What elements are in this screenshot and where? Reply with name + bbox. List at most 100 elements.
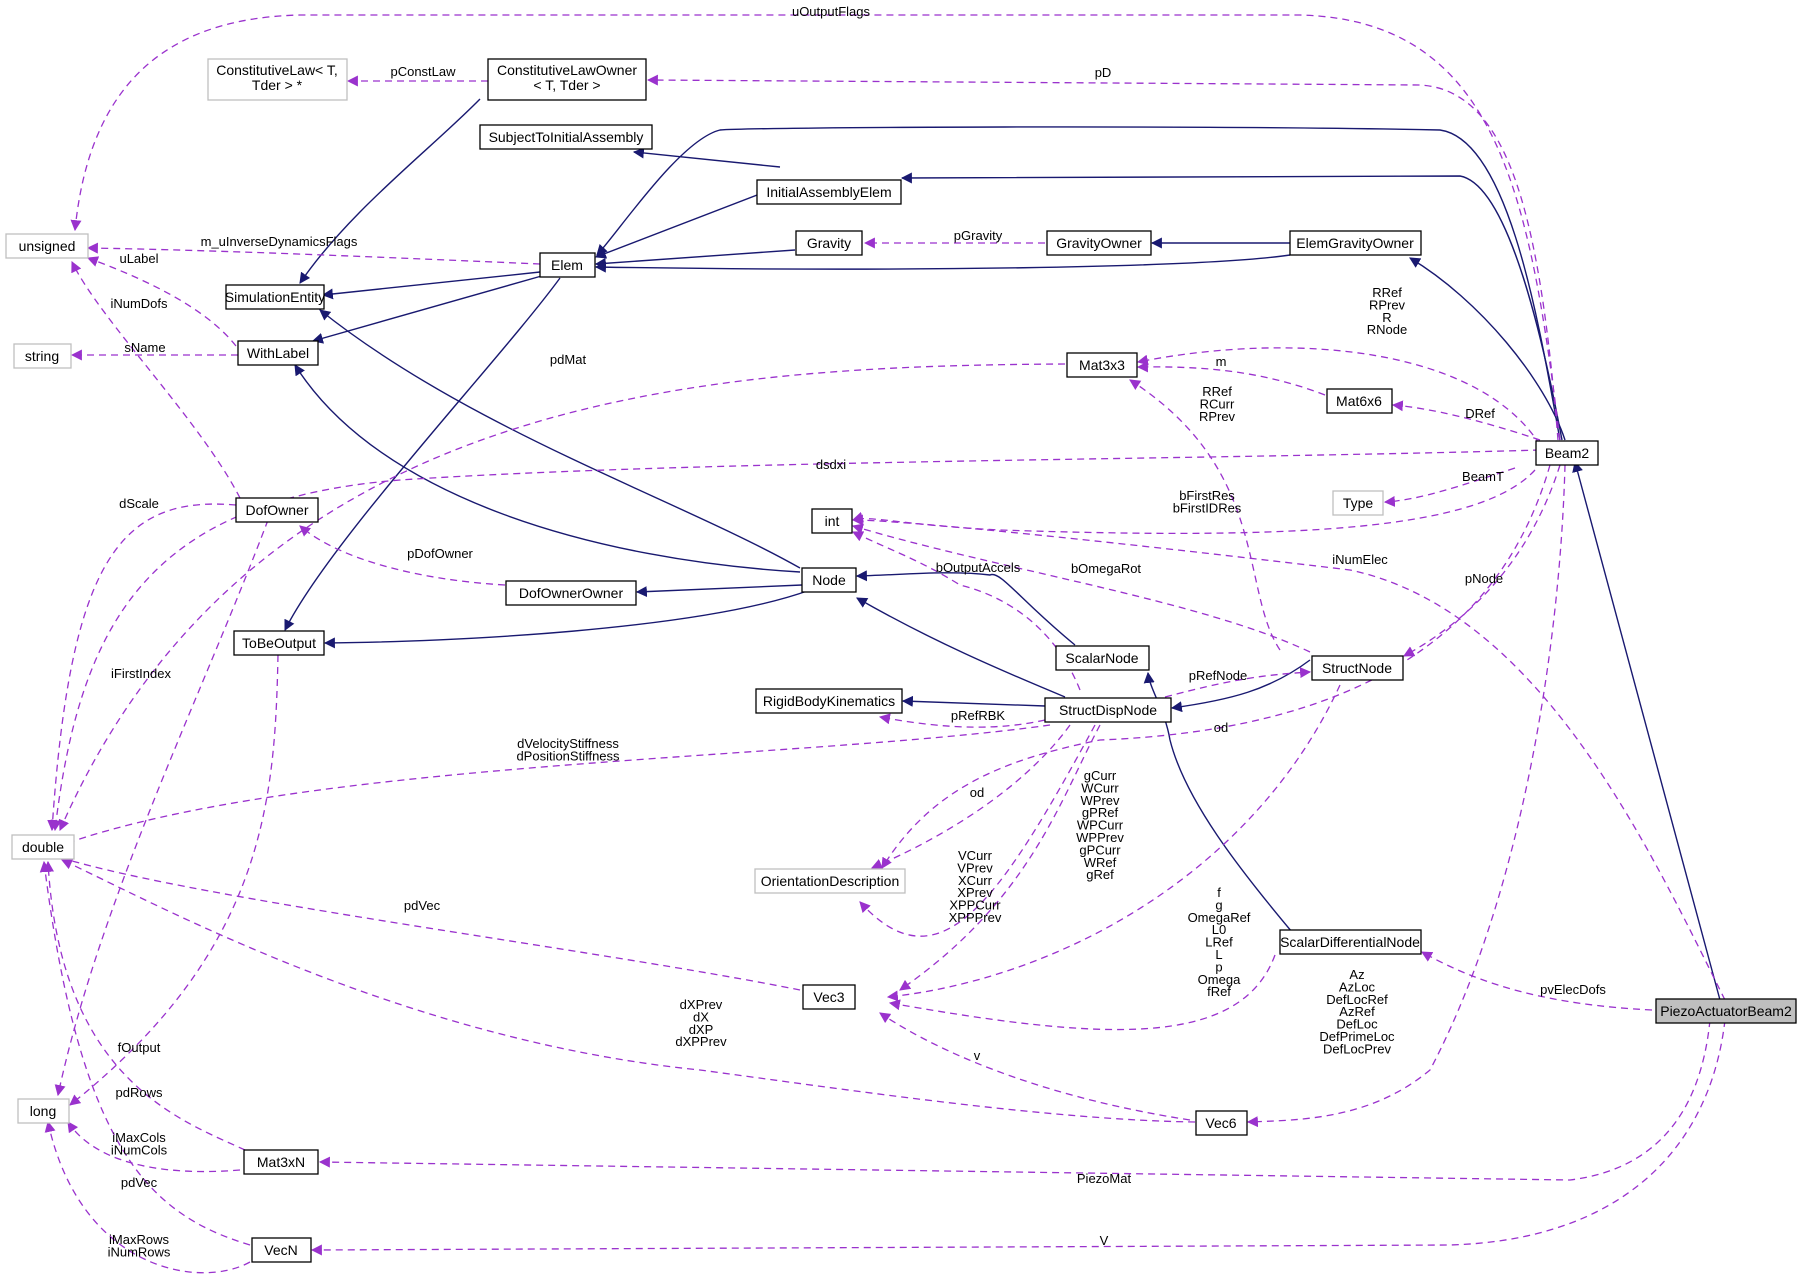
node-scalardifferentialnode[interactable]: ScalarDifferentialNode <box>1279 929 1422 955</box>
node-structdispnode[interactable]: StructDispNode <box>1044 697 1172 723</box>
label-line: pRefNode <box>1189 668 1248 683</box>
edge-structnode-mat3x3 <box>1129 379 1281 651</box>
edge-elem-unsigned <box>86 242 541 265</box>
node-withlabel[interactable]: WithLabel <box>237 340 319 366</box>
node-vec3[interactable]: Vec3 <box>802 984 856 1010</box>
node-label: DofOwnerOwner <box>519 585 624 601</box>
node-elemgravityowner[interactable]: ElemGravityOwner <box>1289 230 1422 256</box>
label-line: ScalarDifferentialNode <box>1280 934 1420 950</box>
node-constitutivelawowner[interactable]: ConstitutiveLawOwner< T, Tder > <box>487 58 647 101</box>
node-subjecttoinitialassembly[interactable]: SubjectToInitialAssembly <box>479 124 653 150</box>
label-line: DRef <box>1465 406 1495 421</box>
node-label: Node <box>812 572 846 588</box>
edge-piezo-beam2 <box>1572 460 1721 1001</box>
edge-beam2-orient <box>881 464 1551 869</box>
label-line: VCurr <box>958 848 993 863</box>
edge-mat3xn-double <box>43 860 246 1151</box>
edge-label: pdRows <box>116 1085 163 1100</box>
node-mat6x6[interactable]: Mat6x6 <box>1326 388 1393 414</box>
edge-beam2-unsigned <box>70 14 1561 441</box>
label-line: iNumRows <box>108 1244 171 1259</box>
node-tobeoutput[interactable]: ToBeOutput <box>233 630 325 656</box>
node-gravityowner[interactable]: GravityOwner <box>1046 230 1152 256</box>
edge-iae-stia <box>632 147 781 168</box>
edge-label: iNumElec <box>1332 552 1388 567</box>
label-line: dPositionStiffness <box>516 748 620 763</box>
node-constitutivelaw[interactable]: ConstitutiveLaw< T,Tder > * <box>207 58 348 101</box>
node-int[interactable]: int <box>811 508 853 534</box>
edge-elem-simentity <box>321 271 541 300</box>
label-line: L <box>1215 947 1222 962</box>
label-line: iMaxCols <box>112 1130 166 1145</box>
label-line: DefLocRef <box>1326 992 1388 1007</box>
label-line: RPrev <box>1199 409 1236 424</box>
edge-label: pRefNode <box>1189 668 1248 683</box>
edge-mat3x3-double <box>58 363 1066 832</box>
node-label: Mat6x6 <box>1336 393 1382 409</box>
edge-label: pvElecDofs <box>1540 982 1606 997</box>
label-line: pvElecDofs <box>1540 982 1606 997</box>
node-label: SimulationEntity <box>225 289 325 305</box>
node-vecn[interactable]: VecN <box>251 1237 312 1263</box>
node-label: Mat3x3 <box>1079 357 1125 373</box>
node-double[interactable]: double <box>11 834 75 860</box>
edge-structnode-int <box>851 523 1311 653</box>
node-orientationdescription[interactable]: OrientationDescription <box>754 868 906 894</box>
label-line: LRef <box>1205 935 1233 950</box>
edge-label: sName <box>124 340 165 355</box>
label-line: V <box>1100 1233 1109 1248</box>
node-structnode[interactable]: StructNode <box>1311 655 1404 681</box>
label-line: Mat3x3 <box>1079 357 1125 373</box>
label-line: XPPPrev <box>949 910 1002 925</box>
edge-label: V <box>1100 1233 1109 1248</box>
edge-label: od <box>1214 720 1228 735</box>
node-initialassemblyelem[interactable]: InitialAssemblyElem <box>756 179 902 205</box>
edge-label: DRef <box>1465 406 1495 421</box>
edge-label: pGravity <box>954 228 1003 243</box>
edge-dofowner-double <box>47 503 237 832</box>
node-mat3xn[interactable]: Mat3xN <box>243 1149 319 1175</box>
edge-label: pDofOwner <box>407 546 473 561</box>
node-long[interactable]: long <box>17 1098 70 1124</box>
node-dofownerowner[interactable]: DofOwnerOwner <box>505 580 637 606</box>
label-line: od <box>970 785 984 800</box>
node-unsigned[interactable]: unsigned <box>5 233 89 259</box>
label-line: pdVec <box>121 1175 158 1190</box>
edge-elemgrav-elem <box>594 254 1291 273</box>
node-piezoactuatorbeam2[interactable]: PiezoActuatorBeam2 <box>1655 998 1797 1024</box>
node-elem[interactable]: Elem <box>539 252 596 278</box>
node-mat3x3[interactable]: Mat3x3 <box>1066 352 1138 378</box>
label-line: R <box>1382 310 1391 325</box>
label-line: iFirstIndex <box>111 666 171 681</box>
edge-label: pdMat <box>550 352 587 367</box>
label-line: Type <box>1343 495 1374 511</box>
node-string[interactable]: string <box>13 343 72 369</box>
node-type[interactable]: Type <box>1332 490 1384 516</box>
edge-node-withlabel <box>294 364 801 573</box>
node-label: GravityOwner <box>1056 235 1142 251</box>
edge-beam2-elem <box>596 126 1561 441</box>
node-beam2[interactable]: Beam2 <box>1535 440 1599 466</box>
node-node[interactable]: Node <box>801 567 857 593</box>
label-line: Mat3xN <box>257 1154 305 1170</box>
node-label: Beam2 <box>1545 445 1590 461</box>
label-line: SubjectToInitialAssembly <box>489 129 644 145</box>
label-line: XCurr <box>958 873 993 888</box>
node-gravity[interactable]: Gravity <box>795 230 863 256</box>
node-scalarnode[interactable]: ScalarNode <box>1055 645 1150 671</box>
edge-beam2-clo <box>646 74 1559 441</box>
edge-sdiffn-scalarnode <box>1143 671 1293 933</box>
node-simulationentity[interactable]: SimulationEntity <box>225 284 325 310</box>
label-line: pD <box>1095 65 1112 80</box>
label-line: Beam2 <box>1545 445 1590 461</box>
node-label: ConstitutiveLawOwner< T, Tder > <box>497 62 637 93</box>
edge-sdn-node <box>856 597 1066 698</box>
edge-sdn-double <box>60 724 1051 847</box>
node-vec6[interactable]: Vec6 <box>1195 1110 1248 1136</box>
edge-label: pConstLaw <box>390 64 456 79</box>
node-rigidbodykinematics[interactable]: RigidBodyKinematics <box>755 688 903 714</box>
node-dofowner[interactable]: DofOwner <box>235 497 319 523</box>
label-line: SimulationEntity <box>225 289 325 305</box>
